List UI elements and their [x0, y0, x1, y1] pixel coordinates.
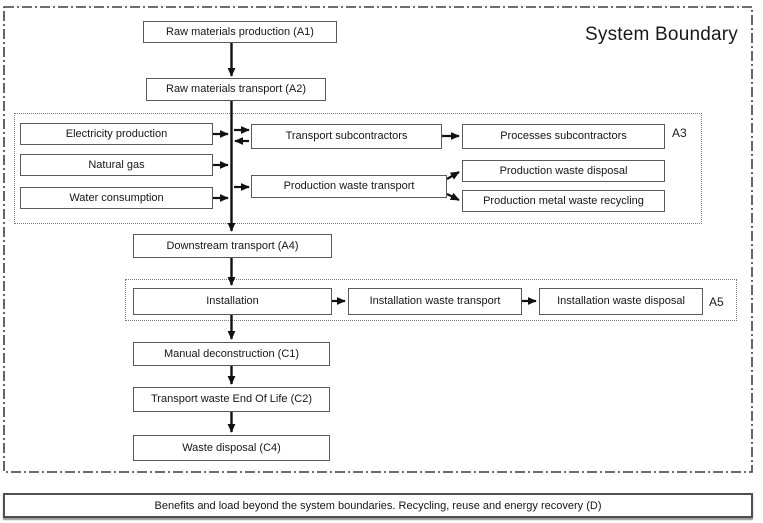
node-transport-subcontractors: Transport subcontractors	[251, 124, 442, 149]
node-benefits-beyond-boundary-d: Benefits and load beyond the system boun…	[3, 493, 753, 518]
system-boundary-border	[3, 6, 753, 473]
node-installation: Installation	[133, 288, 332, 315]
group-label-a3: A3	[672, 126, 687, 140]
node-raw-materials-production-a1: Raw materials production (A1)	[143, 21, 337, 43]
node-installation-waste-transport: Installation waste transport	[348, 288, 522, 315]
node-transport-waste-eol-c2: Transport waste End Of Life (C2)	[133, 387, 330, 412]
node-natural-gas: Natural gas	[20, 154, 213, 176]
diagram-title: System Boundary	[585, 24, 738, 45]
group-label-a5: A5	[709, 295, 724, 309]
node-waste-disposal-c4: Waste disposal (C4)	[133, 435, 330, 461]
node-production-waste-disposal: Production waste disposal	[462, 160, 665, 182]
node-manual-deconstruction-c1: Manual deconstruction (C1)	[133, 342, 330, 366]
node-electricity-production: Electricity production	[20, 123, 213, 145]
node-raw-materials-transport-a2: Raw materials transport (A2)	[146, 78, 326, 101]
node-processes-subcontractors: Processes subcontractors	[462, 124, 665, 149]
node-downstream-transport-a4: Downstream transport (A4)	[133, 234, 332, 258]
node-installation-waste-disposal: Installation waste disposal	[539, 288, 703, 315]
node-water-consumption: Water consumption	[20, 187, 213, 209]
node-production-metal-waste-recycling: Production metal waste recycling	[462, 190, 665, 212]
node-production-waste-transport: Production waste transport	[251, 175, 447, 198]
